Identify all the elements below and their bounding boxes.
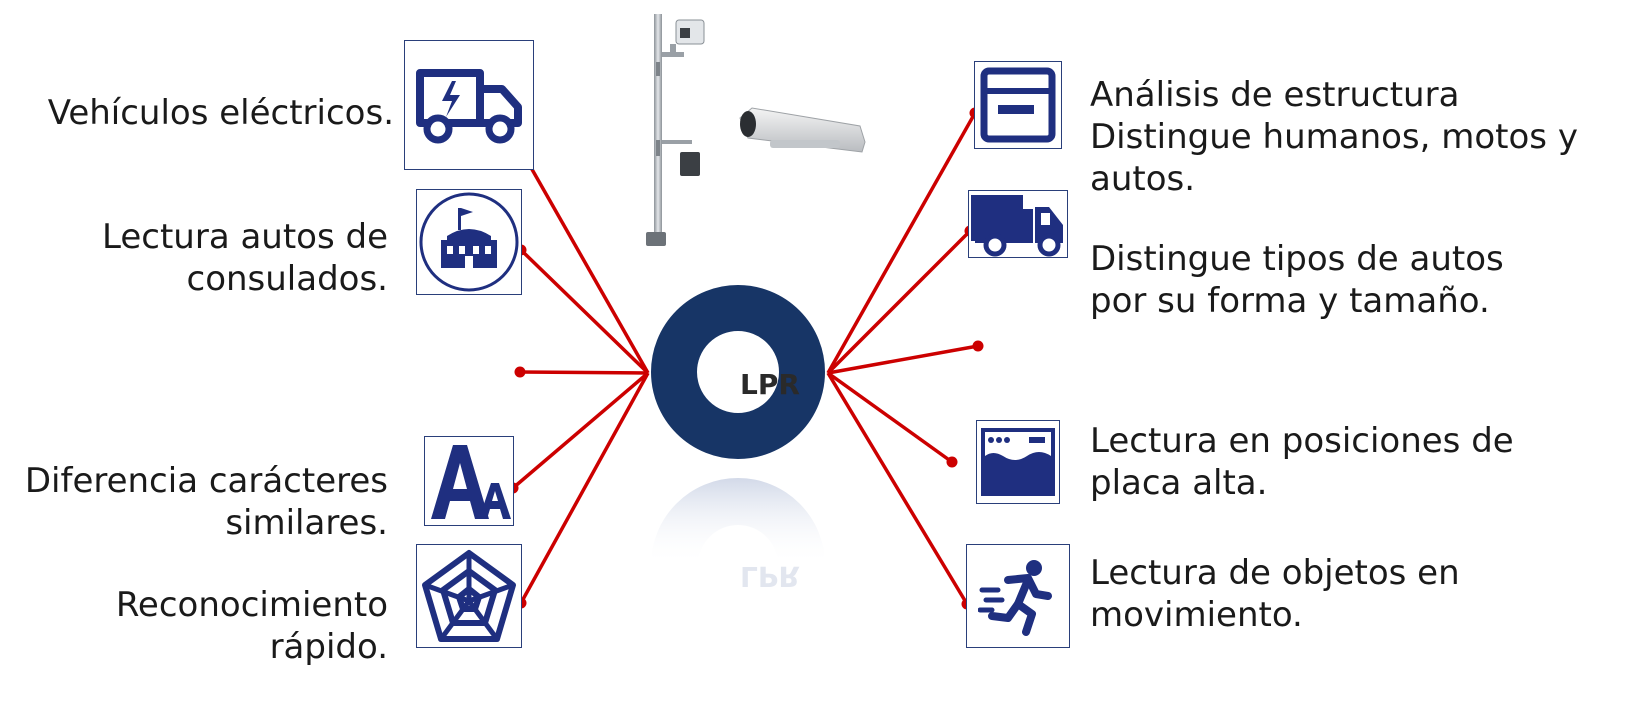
label-vehicle-types: Distingue tipos de autos por su forma y … [1090,239,1504,321]
label-similar-characters: Diferencia carácteres similares. [24,461,388,543]
center-label-reflection: LPR [740,560,800,593]
security-camera-icon [739,107,866,153]
electric-vehicles-icon-box [404,40,534,170]
similar-characters-icon-box [424,436,514,526]
left-connectors [511,149,650,604]
running-person-icon [978,560,1052,636]
structure-analysis-icon-box [974,61,1062,149]
consulate-cars-icon-box [416,189,522,295]
water-level-icon [981,428,1055,496]
fast-recognition-icon-box [416,544,522,648]
window-layout-icon [980,67,1056,143]
letters-aa-icon [431,445,511,519]
vehicle-types-icon-box [968,190,1068,258]
radar-web-icon [422,550,516,642]
label-consulate-cars: Lectura autos de consulados. [102,217,388,299]
label-structure-analysis: Análisis de estructura Distingue humanos… [1090,75,1578,199]
label-electric-vehicles: Vehículos eléctricos. [47,93,394,133]
lpr-ring [651,285,825,459]
label-moving-objects: Lectura de objetos en movimiento. [1090,553,1460,635]
ring-reflection [651,478,825,565]
camera-pole-icon [646,14,705,246]
high-plate-position-icon-box [976,420,1060,504]
delivery-truck-icon [971,195,1063,257]
label-fast-recognition: Reconocimiento rápido. [115,585,388,667]
right-connectors [826,112,979,605]
electric-truck-icon [416,69,522,144]
consulate-building-icon [419,192,519,292]
center-label: LPR [740,368,800,401]
moving-objects-icon-box [966,544,1070,648]
label-high-plate-position: Lectura en posiciones de placa alta. [1090,421,1514,503]
